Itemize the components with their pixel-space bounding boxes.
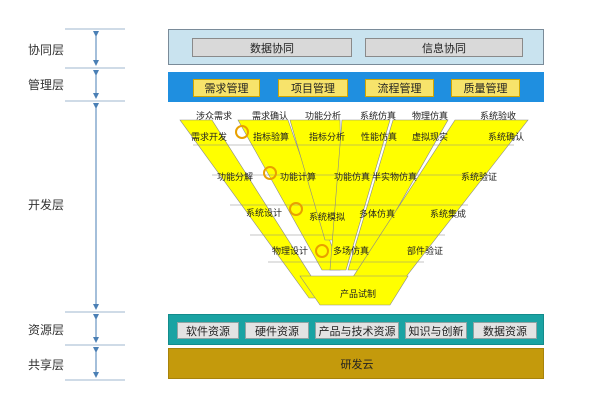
layer-label-xietong: 协同层 xyxy=(28,43,65,57)
v-top-label: 涉众需求 xyxy=(196,112,233,122)
v-bottom-block xyxy=(299,275,409,306)
v-strip-mid xyxy=(329,119,391,271)
v-right-label: 系统集成 xyxy=(430,210,467,220)
v-inner-label: 多体仿真 xyxy=(359,210,396,220)
v-inner-label: 指标分析 xyxy=(309,133,346,143)
v-inner-label: 功能仿真 xyxy=(334,173,371,183)
v-right-label: 部件验证 xyxy=(407,247,444,257)
v-right-label: 系统确认 xyxy=(488,133,525,143)
shared-band: 研发云 xyxy=(168,348,544,379)
v-center-label: 功能计算 xyxy=(280,173,317,183)
v-left-label: 功能分解 xyxy=(217,173,254,183)
v-left-label: 物理设计 xyxy=(272,247,309,257)
v-center-label: 指标验算 xyxy=(253,133,290,143)
requirement-management-button[interactable]: 需求管理 xyxy=(193,79,260,97)
v-mid-label: 半实物仿真 xyxy=(372,173,418,183)
info-collaboration-button[interactable]: 信息协同 xyxy=(365,38,523,57)
rd-cloud-label: 研发云 xyxy=(340,357,374,371)
layer-label-gongxiang: 共享层 xyxy=(28,358,65,372)
v-mid-label: 性能仿真 xyxy=(361,133,398,143)
management-band: 需求管理 项目管理 流程管理 质量管理 xyxy=(168,72,544,102)
cycle-arrow-icon xyxy=(235,125,329,258)
v-top-label: 功能分析 xyxy=(305,112,342,122)
data-collaboration-button[interactable]: 数据协同 xyxy=(192,38,352,57)
v-top-label: 系统验收 xyxy=(480,112,517,122)
collaboration-band: 数据协同 信息协同 xyxy=(168,29,544,65)
v-left-label: 系统设计 xyxy=(246,209,283,219)
v-mid-label: 虚拟现实 xyxy=(412,133,449,143)
v-top-label: 物理仿真 xyxy=(412,112,449,122)
v-center-label: 多场仿真 xyxy=(333,247,370,257)
software-resource-button[interactable]: 软件资源 xyxy=(177,322,239,339)
v-center-label: 系统模拟 xyxy=(309,213,346,223)
layer-label-ziyuan: 资源层 xyxy=(28,323,65,337)
product-tech-resource-button[interactable]: 产品与技术资源 xyxy=(315,322,399,339)
v-top-label: 需求确认 xyxy=(252,112,289,122)
resource-band: 软件资源 硬件资源 产品与技术资源 知识与创新 数据资源 xyxy=(168,314,544,345)
layer-label-guanli: 管理层 xyxy=(28,78,65,92)
hardware-resource-button[interactable]: 硬件资源 xyxy=(245,322,309,339)
project-management-button[interactable]: 项目管理 xyxy=(278,79,348,97)
v-bottom-label: 产品试制 xyxy=(340,290,377,300)
layer-label-kaifa: 开发层 xyxy=(28,198,65,212)
data-resource-button[interactable]: 数据资源 xyxy=(473,322,537,339)
v-right-label: 系统验证 xyxy=(461,173,498,183)
v-top-label: 系统仿真 xyxy=(360,112,397,122)
quality-management-button[interactable]: 质量管理 xyxy=(451,79,520,97)
knowledge-innovation-button[interactable]: 知识与创新 xyxy=(405,322,467,339)
process-management-button[interactable]: 流程管理 xyxy=(365,79,434,97)
v-left-label: 需求开发 xyxy=(191,133,228,143)
